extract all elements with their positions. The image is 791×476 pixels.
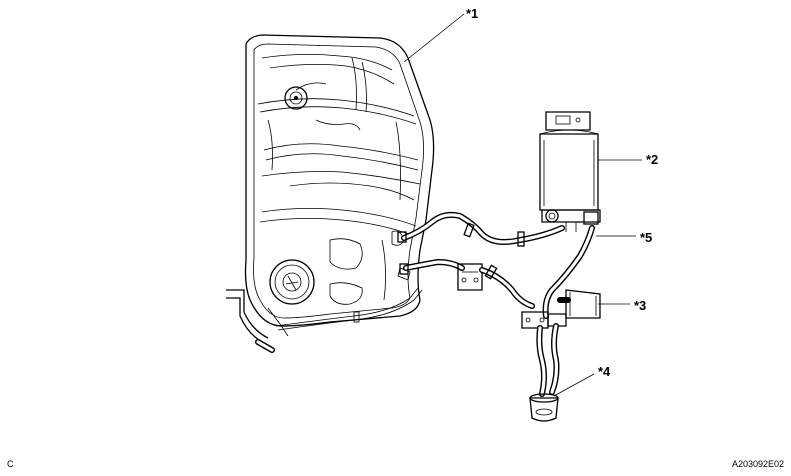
charcoal-canister — [539, 111, 601, 232]
callout-2: *2 — [646, 152, 658, 167]
callout-3: *3 — [634, 298, 646, 313]
leader-lines — [403, 13, 642, 397]
corner-letter: C — [7, 459, 14, 469]
fuel-tank — [244, 34, 435, 327]
callout-4: *4 — [598, 364, 611, 379]
callout-5: *5 — [640, 230, 652, 245]
tank-mount-bracket — [226, 289, 289, 353]
fuel-line-lower — [275, 287, 423, 331]
fresh-air-line — [521, 225, 601, 422]
evap-vapor-hoses — [397, 211, 565, 309]
figure-code: A203092E02 — [732, 459, 784, 469]
callout-1: *1 — [466, 6, 478, 21]
